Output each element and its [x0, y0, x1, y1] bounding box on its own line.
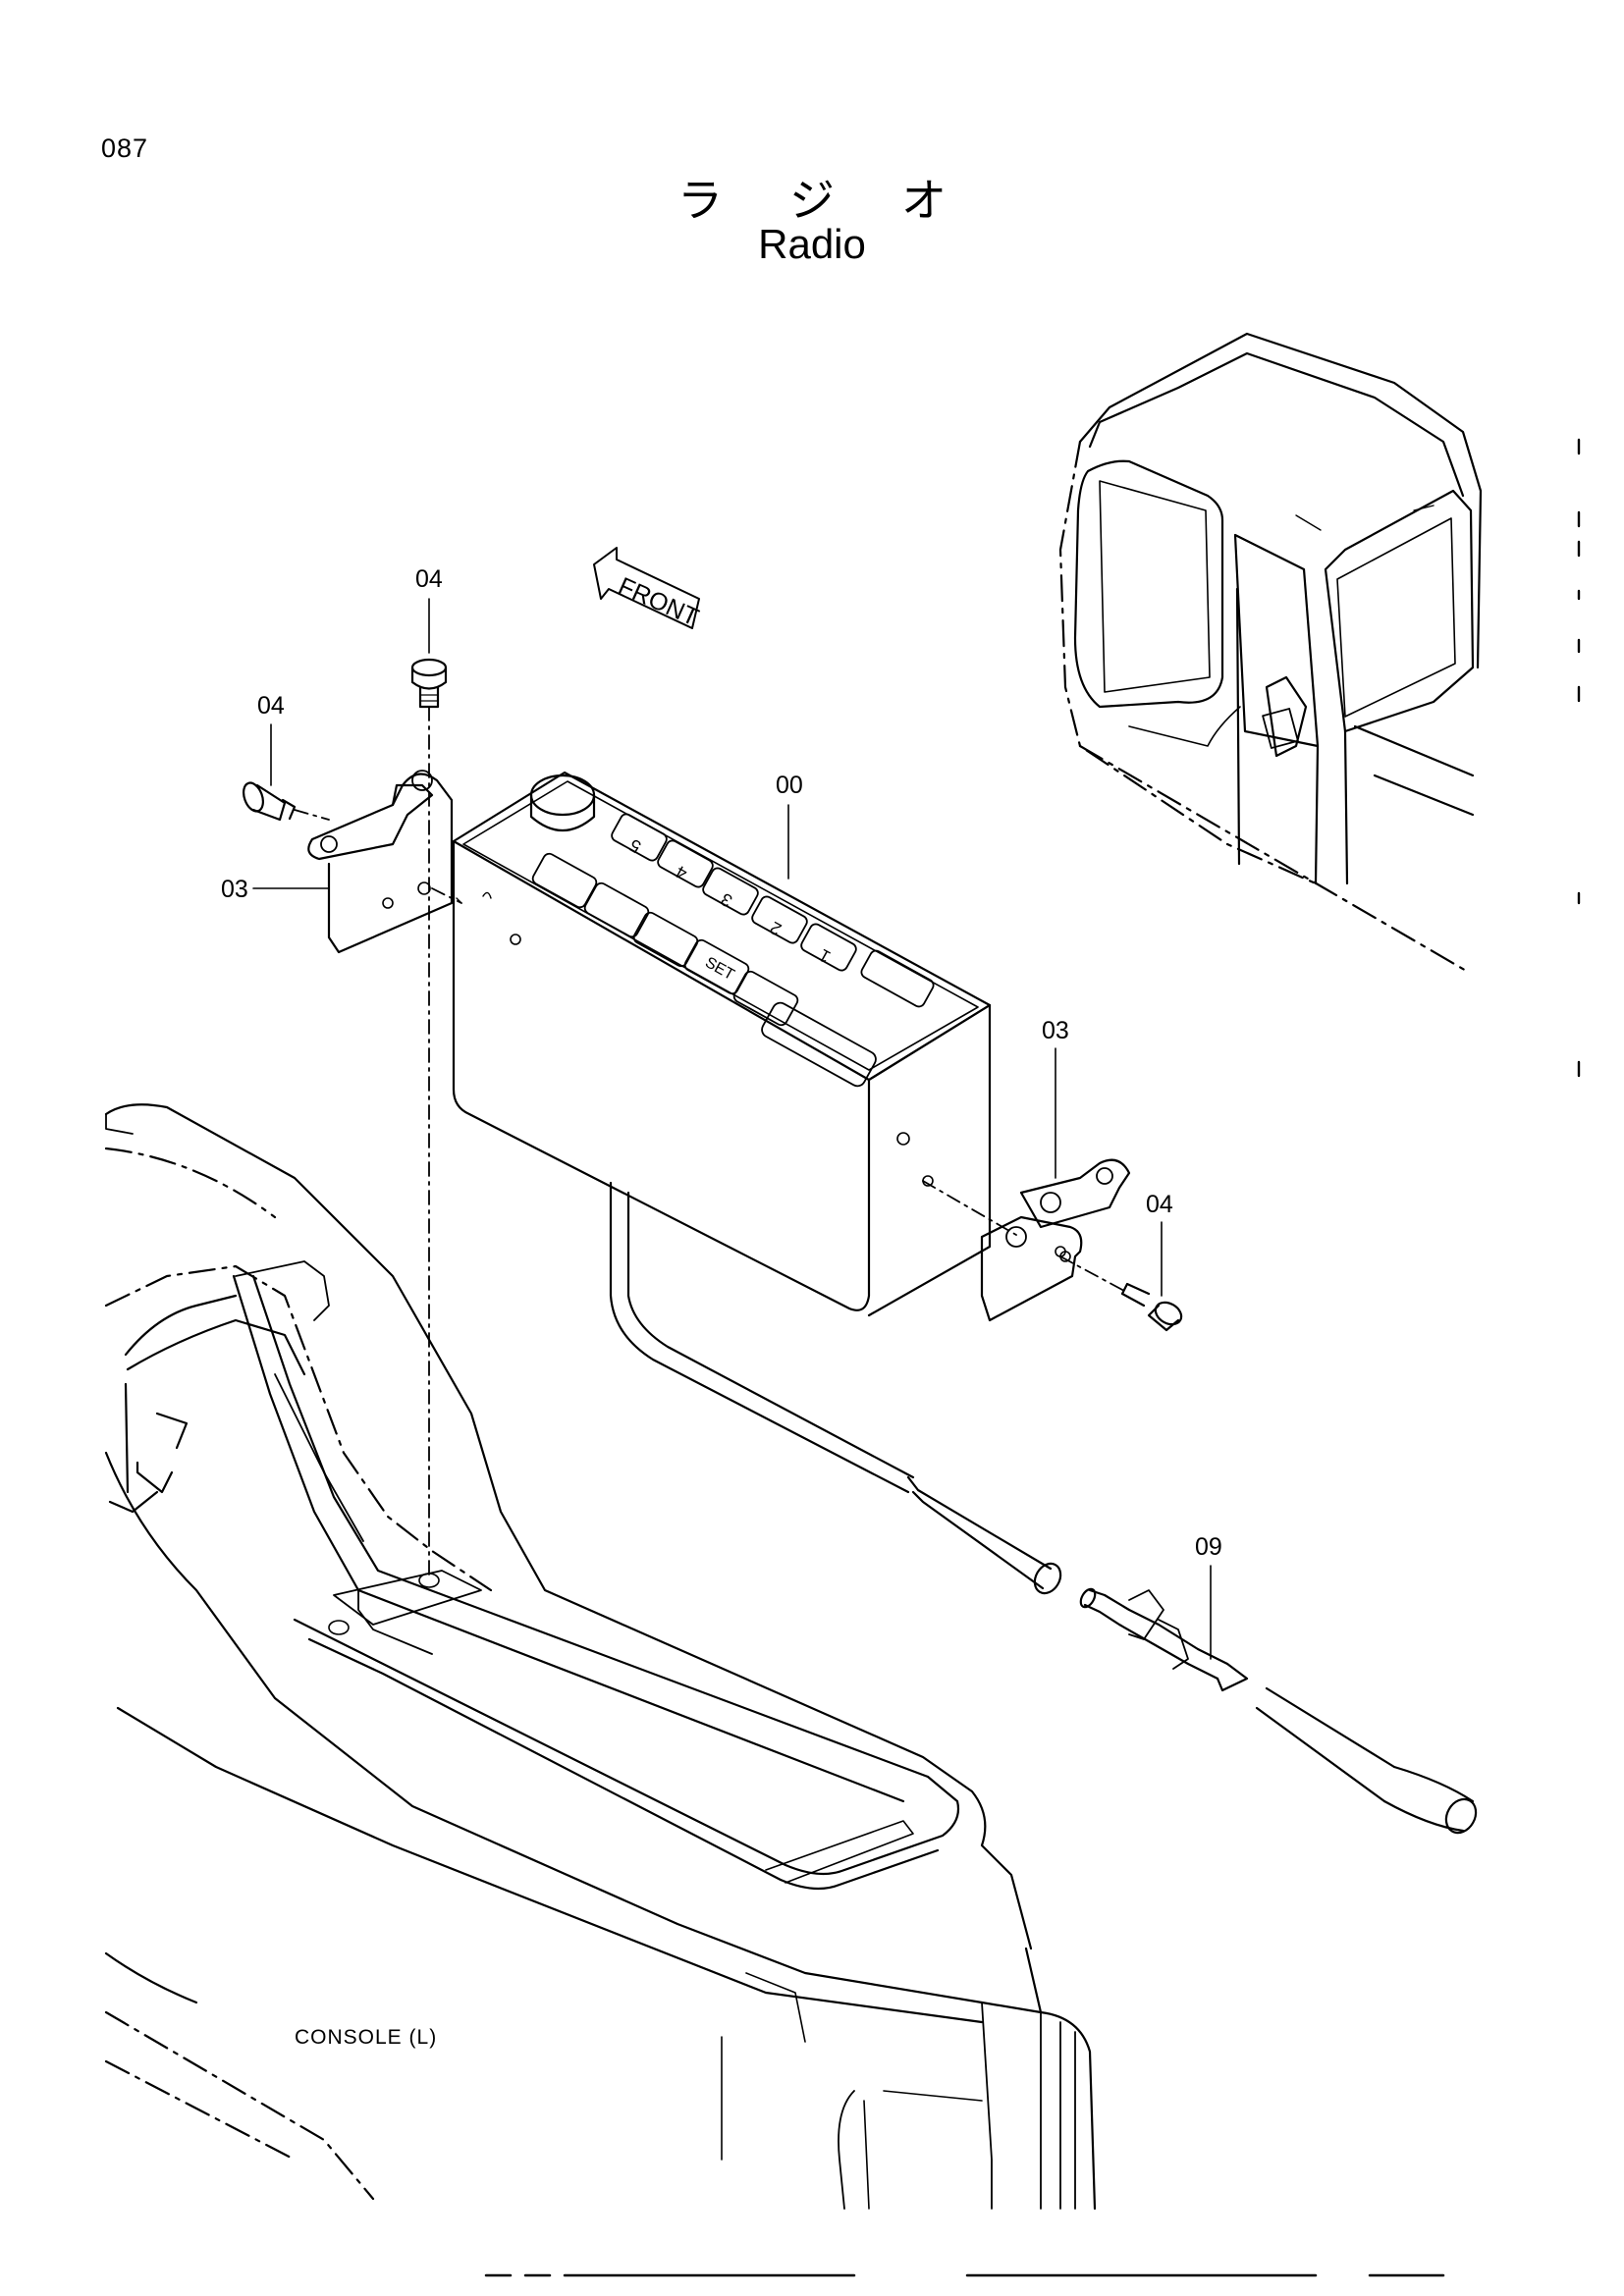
radio-button-label: 2 [767, 918, 785, 939]
cab-illustration [1058, 332, 1483, 974]
radio-button-label: 4 [673, 862, 690, 883]
radio-button-label: 5 [626, 835, 644, 857]
console-label: CONSOLE (L) [295, 2026, 437, 2049]
antenna-cable [906, 1475, 1478, 1835]
assembly-lines [294, 706, 1125, 1581]
title-jp-char: ラ [677, 174, 723, 227]
bolt-right [1120, 1282, 1183, 1332]
bracket-left [307, 770, 462, 954]
callout-radio: 00 [776, 772, 803, 799]
console-illustration: CONSOLE (L) [104, 1103, 1097, 2211]
front-arrow: FRONT [593, 547, 703, 632]
callout-bolt-left: 04 [257, 692, 285, 720]
callout-bracket-left: 03 [221, 876, 248, 903]
radio-button-label: 1 [816, 945, 834, 967]
title-jp-char: オ [901, 174, 947, 227]
bracket-right [980, 1158, 1131, 1322]
callout-bolt-right: 04 [1146, 1191, 1173, 1218]
callout-bolt-top: 04 [415, 565, 443, 593]
radio-unit: 5 4 3 2 1 SET [452, 771, 992, 1494]
page-number: 087 [101, 133, 149, 163]
title-jp-char: ジ [789, 174, 835, 227]
front-label: FRONT [615, 572, 703, 632]
title-english: Radio [758, 221, 866, 267]
title-japanese: ラジオ [0, 165, 1624, 230]
bolt-left [243, 781, 297, 822]
bolt-top [410, 658, 448, 709]
radio-button-label: 3 [718, 889, 735, 911]
callout-antenna-cable: 09 [1195, 1533, 1222, 1561]
callouts [252, 598, 1212, 1660]
callout-bracket-right: 03 [1042, 1017, 1069, 1044]
